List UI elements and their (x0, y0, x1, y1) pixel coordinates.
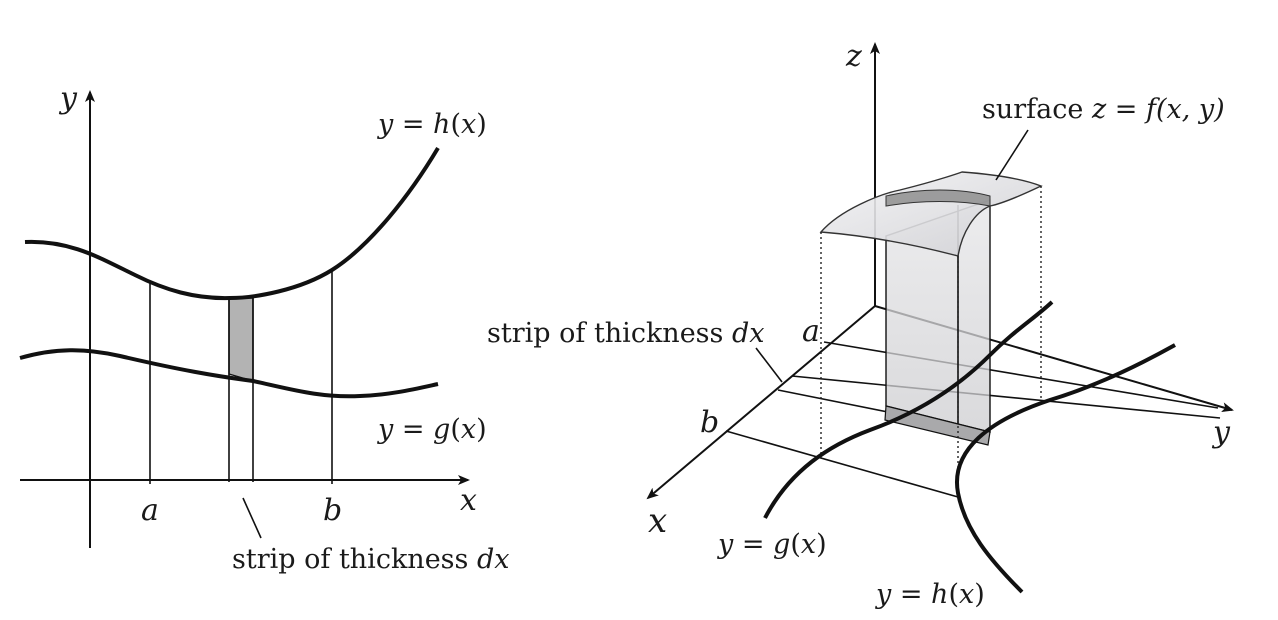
left-h-curve-label: y = h(x) (377, 109, 487, 140)
left-tick-b: b (323, 493, 342, 528)
right-axis-z-label: z (845, 39, 862, 74)
left-curve-g (19, 348, 439, 399)
right-tick-a: a (802, 314, 820, 349)
right-line-b (725, 430, 959, 498)
right-surface (819, 171, 1043, 257)
right-strip-line-1 (791, 375, 1221, 419)
right-curve-g (763, 300, 1054, 519)
right-surface-label: surface z = f(x, y) (982, 94, 1225, 125)
right-h-curve-label: y = h(x) (875, 579, 985, 610)
left-panel: y x a b y = h(x) y = g(x) strip of thick… (19, 81, 509, 575)
left-axis-x-label: x (460, 483, 477, 518)
right-strip-base (884, 405, 991, 446)
right-surface-leader (995, 129, 1029, 181)
left-axis-y-label: y (58, 81, 78, 116)
right-x-axis (646, 305, 876, 500)
left-shaded-strip (228, 297, 254, 382)
right-strip-leader (755, 347, 783, 383)
right-curve-h (954, 343, 1176, 594)
right-axis-x-label: x (648, 501, 667, 541)
left-strip-leader (242, 497, 262, 539)
left-g-curve-label: y = g(x) (377, 414, 487, 445)
right-strip-label: strip of thickness dx (487, 318, 764, 349)
right-tick-b: b (700, 405, 719, 440)
left-tick-a: a (141, 493, 159, 528)
right-g-curve-label: y = g(x) (717, 529, 827, 560)
right-panel: z y x a b surface z = f(x, y) strip of t… (487, 39, 1234, 610)
left-curve-h (24, 146, 440, 301)
right-axis-y-label: y (1211, 415, 1231, 450)
left-strip-label: strip of thickness dx (232, 544, 509, 575)
right-surface-strip (885, 189, 991, 207)
